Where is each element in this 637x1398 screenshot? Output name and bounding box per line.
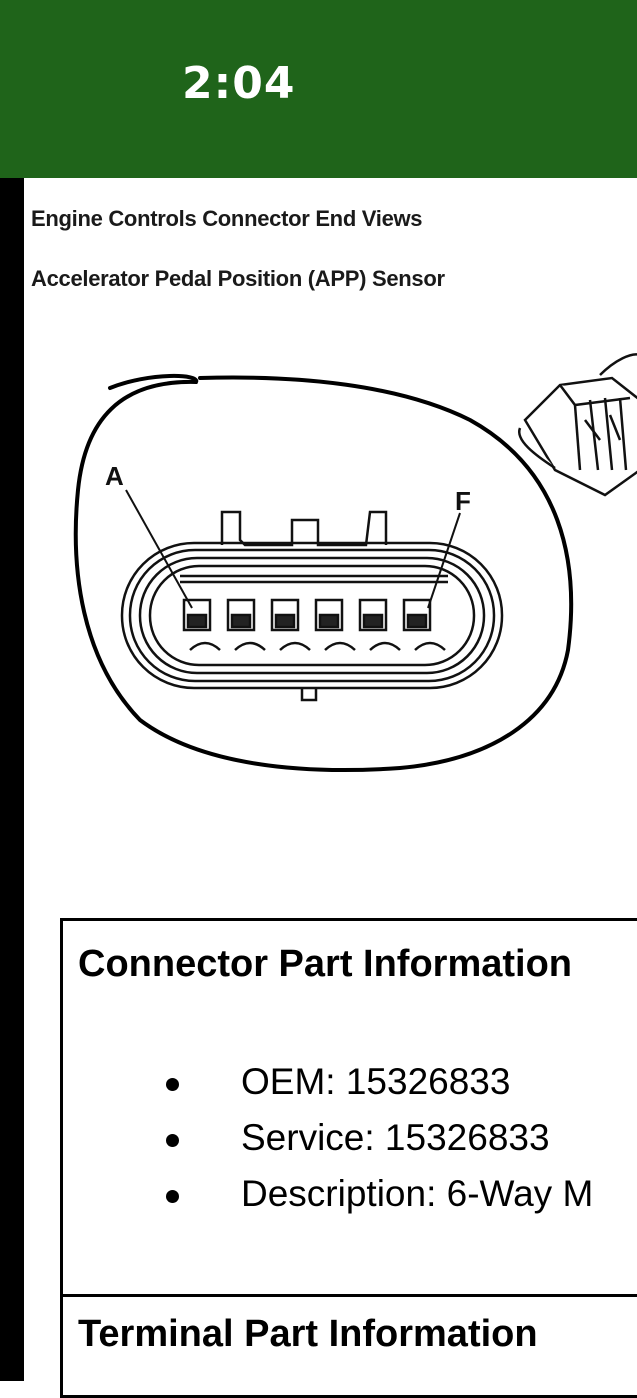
- connector-isometric-view: [518, 353, 637, 497]
- hand-drawn-circle: [73, 373, 574, 773]
- description: Description: 6-Way M: [241, 1173, 594, 1214]
- oem-number: OEM: 15326833: [241, 1061, 511, 1102]
- pin-e: [358, 598, 388, 632]
- pin-b: [226, 598, 256, 632]
- pin-label-f: F: [455, 486, 471, 516]
- service-number: Service: 15326833: [241, 1117, 550, 1158]
- status-time: 2:04: [182, 58, 296, 109]
- pin-a: [182, 598, 212, 632]
- bullet-icon: [166, 1190, 179, 1203]
- document-title: Engine Controls Connector End Views: [31, 206, 423, 231]
- status-bar: 2:04: [0, 0, 637, 178]
- document-page: Engine Controls Connector End Views Acce…: [24, 178, 637, 1381]
- pin-c: [270, 598, 300, 632]
- connector-end-view: [120, 510, 504, 702]
- left-edge-strip: [0, 178, 24, 1381]
- connector-part-info-heading: Connector Part Information: [78, 943, 573, 985]
- bullet-icon: [166, 1078, 179, 1091]
- connector-pins: [182, 598, 432, 632]
- pin-d: [314, 598, 344, 632]
- pin-label-a: A: [105, 461, 124, 491]
- part-info-table: Connector Part Information OEM: 15326833…: [60, 918, 637, 1398]
- connector-diagram: A F: [73, 353, 637, 773]
- terminal-part-info-heading: Terminal Part Information: [78, 1313, 538, 1355]
- document-subtitle: Accelerator Pedal Position (APP) Sensor: [31, 266, 445, 291]
- table-divider: [63, 1294, 637, 1297]
- bullet-icon: [166, 1134, 179, 1147]
- pin-f: [402, 598, 432, 632]
